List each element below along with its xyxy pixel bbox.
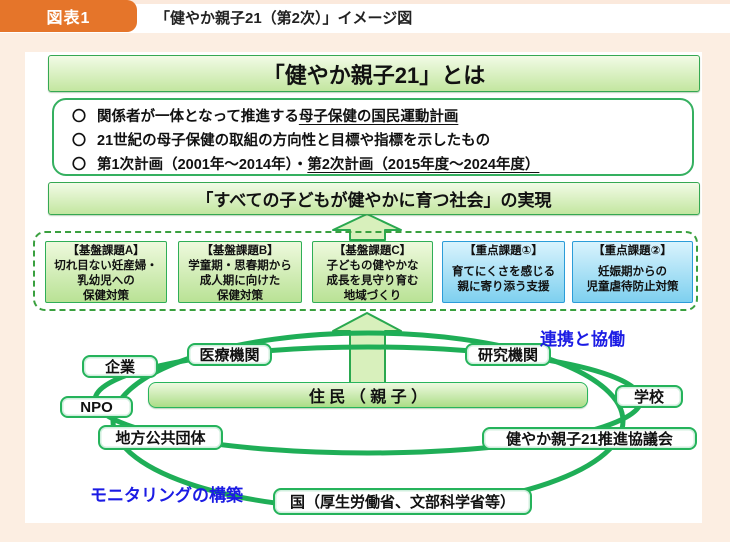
task-line: 切れ目ない妊産婦・ bbox=[54, 260, 158, 272]
node-local-government: 地方公共団体 bbox=[98, 425, 223, 450]
node-label: 健やか親子21推進協議会 bbox=[506, 431, 673, 448]
main-title: 「健やか親子21」とは bbox=[262, 62, 486, 88]
task-line: 育てにくさを感じる bbox=[451, 266, 556, 278]
node-label: NPO bbox=[80, 398, 113, 416]
bullet-item: 〇 21世紀の母子保健の取組の方向性と目標や指標を示したもの bbox=[72, 129, 692, 153]
task-line: 成長を見守り育む bbox=[326, 275, 419, 287]
realization-box: 「すべての子どもが健やかに育つ社会」の実現 bbox=[48, 182, 700, 215]
task-line: 保健対策 bbox=[83, 290, 129, 302]
page-title: 「健やか親子21（第2次）」イメージ図 bbox=[155, 10, 413, 27]
task-line: 地域づくり bbox=[343, 290, 402, 302]
node-company: 企業 bbox=[82, 355, 158, 378]
task-title: 【基盤課題C】 bbox=[333, 245, 412, 257]
task-title: 【重点課題①】 bbox=[464, 245, 543, 257]
bullet-item: 〇第1次計画（2001年～2014年）・第2次計画（2015年度～2024年度） bbox=[72, 153, 692, 177]
label-monitoring: モニタリングの構築 bbox=[90, 486, 243, 505]
node-npo: NPO bbox=[60, 396, 133, 418]
bullet-text: 関係者が一体となって推進する bbox=[97, 109, 299, 125]
task-line: 子どもの健やかな bbox=[326, 260, 419, 272]
task-card-base-c: 【基盤課題C】 子どもの健やかな 成長を見守り育む 地域づくり bbox=[312, 241, 433, 303]
node-label: 国（厚生労働省、文部科学省等） bbox=[289, 494, 515, 511]
bullet-text-underlined: 母子保健の国民運動計画 bbox=[298, 109, 459, 125]
node-label: 住 民 （ 親 子 ） bbox=[308, 389, 428, 406]
top-strip bbox=[0, 0, 730, 4]
figure-label: 図表1 bbox=[46, 10, 91, 27]
node-research-institution: 研究機関 bbox=[465, 343, 551, 366]
task-card-priority-2: 【重点課題②】 妊娠期からの 児童虐待防止対策 bbox=[572, 241, 693, 303]
task-line: 親に寄り添う支援 bbox=[457, 281, 550, 293]
task-line: 乳幼児への bbox=[77, 275, 135, 287]
bullet-text: 第1次計画（2001年～2014年）・ bbox=[97, 157, 308, 173]
circle-bullet-icon: 〇 bbox=[72, 132, 86, 148]
node-label: 医療機関 bbox=[199, 347, 260, 364]
realization-text: 「すべての子どもが健やかに育つ社会」の実現 bbox=[196, 191, 552, 210]
task-line: 保健対策 bbox=[217, 290, 263, 302]
bullet-text: 21世紀の母子保健の取組の方向性と目標や指標を示したもの bbox=[97, 133, 491, 149]
task-title: 【基盤課題A】 bbox=[67, 245, 145, 257]
node-label: 地方公共団体 bbox=[115, 430, 206, 447]
node-school: 学校 bbox=[615, 385, 683, 408]
task-line: 学童期・思春期から bbox=[188, 260, 292, 272]
task-title: 【重点課題②】 bbox=[593, 245, 672, 257]
circle-bullet-icon: 〇 bbox=[72, 108, 86, 124]
tasks-dashed-container bbox=[33, 231, 698, 311]
task-card-base-a: 【基盤課題A】 切れ目ない妊産婦・ 乳幼児への 保健対策 bbox=[45, 241, 167, 303]
node-label: 学校 bbox=[633, 389, 664, 406]
task-card-base-b: 【基盤課題B】 学童期・思春期から 成人期に向けた 保健対策 bbox=[178, 241, 302, 303]
task-line: 児童虐待防止対策 bbox=[586, 281, 679, 293]
node-label: 企業 bbox=[104, 359, 135, 376]
bullet-item: 〇関係者が一体となって推進する母子保健の国民運動計画 bbox=[72, 105, 692, 129]
node-national-government: 国（厚生労働省、文部科学省等） bbox=[273, 488, 532, 515]
task-card-priority-1: 【重点課題①】 育てにくさを感じる 親に寄り添う支援 bbox=[442, 241, 565, 303]
task-line: 成人期に向けた bbox=[199, 275, 281, 287]
task-title: 【基盤課題B】 bbox=[201, 245, 279, 257]
circle-bullet-icon: 〇 bbox=[72, 156, 86, 172]
node-residents-parents-children: 住 民 （ 親 子 ） bbox=[148, 382, 588, 408]
bullet-text-underlined: 第2次計画（2015年度～2024年度） bbox=[307, 157, 540, 173]
figure-label-tab: 図表1 bbox=[0, 0, 137, 32]
label-collaboration: 連携と協働 bbox=[540, 330, 625, 349]
task-line: 妊娠期からの bbox=[598, 266, 667, 278]
main-title-box: 「健やか親子21」とは bbox=[48, 55, 700, 92]
node-promotion-council: 健やか親子21推進協議会 bbox=[482, 427, 697, 450]
node-label: 研究機関 bbox=[477, 347, 538, 364]
node-medical-institution: 医療機関 bbox=[187, 343, 272, 366]
